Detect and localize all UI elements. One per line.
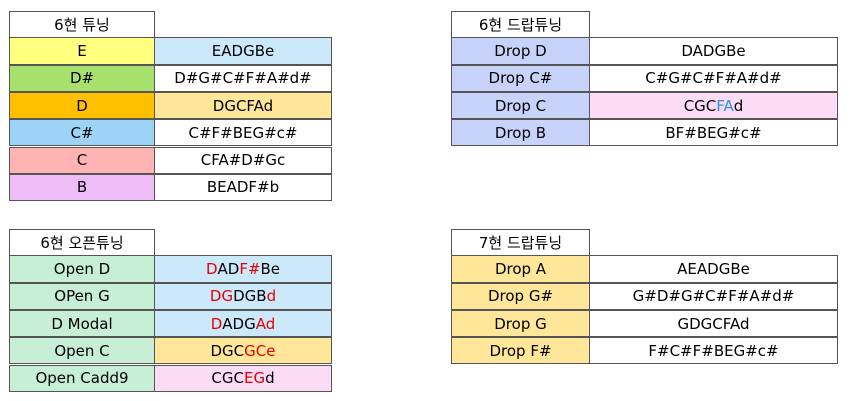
tuning-notes: BF#BEG#c# [589, 119, 838, 147]
tuning-name: Drop B [451, 119, 590, 147]
tuning-name: Drop C# [451, 64, 590, 92]
note-segment: DGCFAd [212, 96, 274, 115]
table-row: Drop F# F#C#F#BEG#c# [451, 337, 838, 365]
tuning-notes: GDGCFAd [589, 309, 838, 338]
note-segment: Be [260, 259, 281, 278]
note-segment: DADGBe [681, 41, 746, 60]
tuning-notes: C#G#C#F#A#d# [589, 64, 838, 92]
tuning-name: Drop F# [451, 337, 590, 365]
tuning-notes: F#C#F#BEG#c# [589, 337, 838, 365]
note-segment: D [205, 259, 218, 278]
table-row: Drop A AEADGBe [451, 255, 838, 283]
note-segment: AEADGBe [677, 259, 750, 278]
tuning-notes: EADGBe [154, 37, 332, 65]
note-segment: D [210, 314, 223, 333]
tuning-name: OPen G [9, 282, 155, 310]
table-row: B BEADF#b [9, 173, 332, 202]
tuning-name: B [9, 173, 155, 202]
note-segment: EG [243, 369, 266, 388]
tuning-name: Open C [9, 337, 155, 365]
tuning-name: D Modal [9, 309, 155, 338]
tuning-notes: BEADF#b [154, 173, 332, 202]
tuning-name: D [9, 91, 155, 120]
table-row: D# D#G#C#F#A#d# [9, 64, 332, 92]
tuning-notes: C#F#BEG#c# [154, 119, 332, 147]
table-row: Drop G# G#D#G#C#F#A#d# [451, 282, 838, 310]
note-segment: G#D#G#C#F#A#d# [632, 287, 795, 306]
note-segment: FA [716, 96, 734, 115]
tuning-name: Open Cadd9 [9, 364, 155, 392]
tuning-name: Drop C [451, 91, 590, 120]
note-segment: F#C#F#BEG#c# [648, 341, 779, 360]
table-row: Drop B BF#BEG#c# [451, 119, 838, 147]
note-segment: BF#BEG#c# [665, 123, 762, 142]
note-segment: AD [217, 259, 240, 278]
tuning-notes: G#D#G#C#F#A#d# [589, 282, 838, 310]
note-segment: GDGCFAd [677, 314, 750, 333]
table-row: C# C#F#BEG#c# [9, 119, 332, 147]
note-segment: GCe [244, 341, 276, 360]
tuning-notes: CFA#D#Gc [154, 146, 332, 174]
note-segment: EADGBe [211, 41, 275, 60]
note-segment: ADG [222, 314, 256, 333]
tuning-name: C# [9, 119, 155, 147]
note-segment: d [266, 287, 277, 306]
table-title: 6현 드랍튜닝 [451, 11, 590, 39]
note-segment: DGB [233, 287, 267, 306]
tuning-name: C [9, 146, 155, 174]
table-row: C CFA#D#Gc [9, 146, 332, 174]
note-segment: DGC [210, 341, 245, 360]
tuning-notes: AEADGBe [589, 255, 838, 283]
note-segment: C#F#BEG#c# [188, 123, 298, 142]
table-row: Drop G GDGCFAd [451, 309, 838, 338]
tuning-name: E [9, 37, 155, 65]
table-row: E EADGBe [9, 37, 332, 65]
note-segment: F# [239, 259, 261, 278]
tuning-name: Drop A [451, 255, 590, 283]
note-segment: D#G#C#F#A#d# [174, 69, 312, 88]
tuning-notes: D#G#C#F#A#d# [154, 64, 332, 92]
note-segment: CFA#D#Gc [200, 151, 286, 170]
table-title: 6현 오픈튜닝 [9, 229, 155, 257]
tuning-name: Open D [9, 255, 155, 283]
tuning-name: D# [9, 64, 155, 92]
note-segment: CGC [211, 369, 244, 388]
note-segment: d [733, 96, 744, 115]
tuning-notes: DGCFAd [154, 91, 332, 120]
tuning-name: Drop G [451, 309, 590, 338]
note-segment: d [265, 369, 275, 388]
table-row: D DGCFAd [9, 91, 332, 120]
note-segment: BEADF#b [206, 178, 280, 197]
tuning-notes: DADGBe [589, 37, 838, 65]
note-segment: CGC [683, 96, 717, 115]
note-segment: DG [209, 287, 234, 306]
table-title: 7현 드랍튜닝 [451, 229, 590, 257]
note-segment: Ad [255, 314, 276, 333]
table-title: 6현 튜닝 [9, 11, 155, 39]
note-segment: C#G#C#F#A#d# [645, 69, 782, 88]
table-row: Drop D DADGBe [451, 37, 838, 65]
tuning-name: Drop G# [451, 282, 590, 310]
tuning-name: Drop D [451, 37, 590, 65]
table-row: Drop C# C#G#C#F#A#d# [451, 64, 838, 92]
